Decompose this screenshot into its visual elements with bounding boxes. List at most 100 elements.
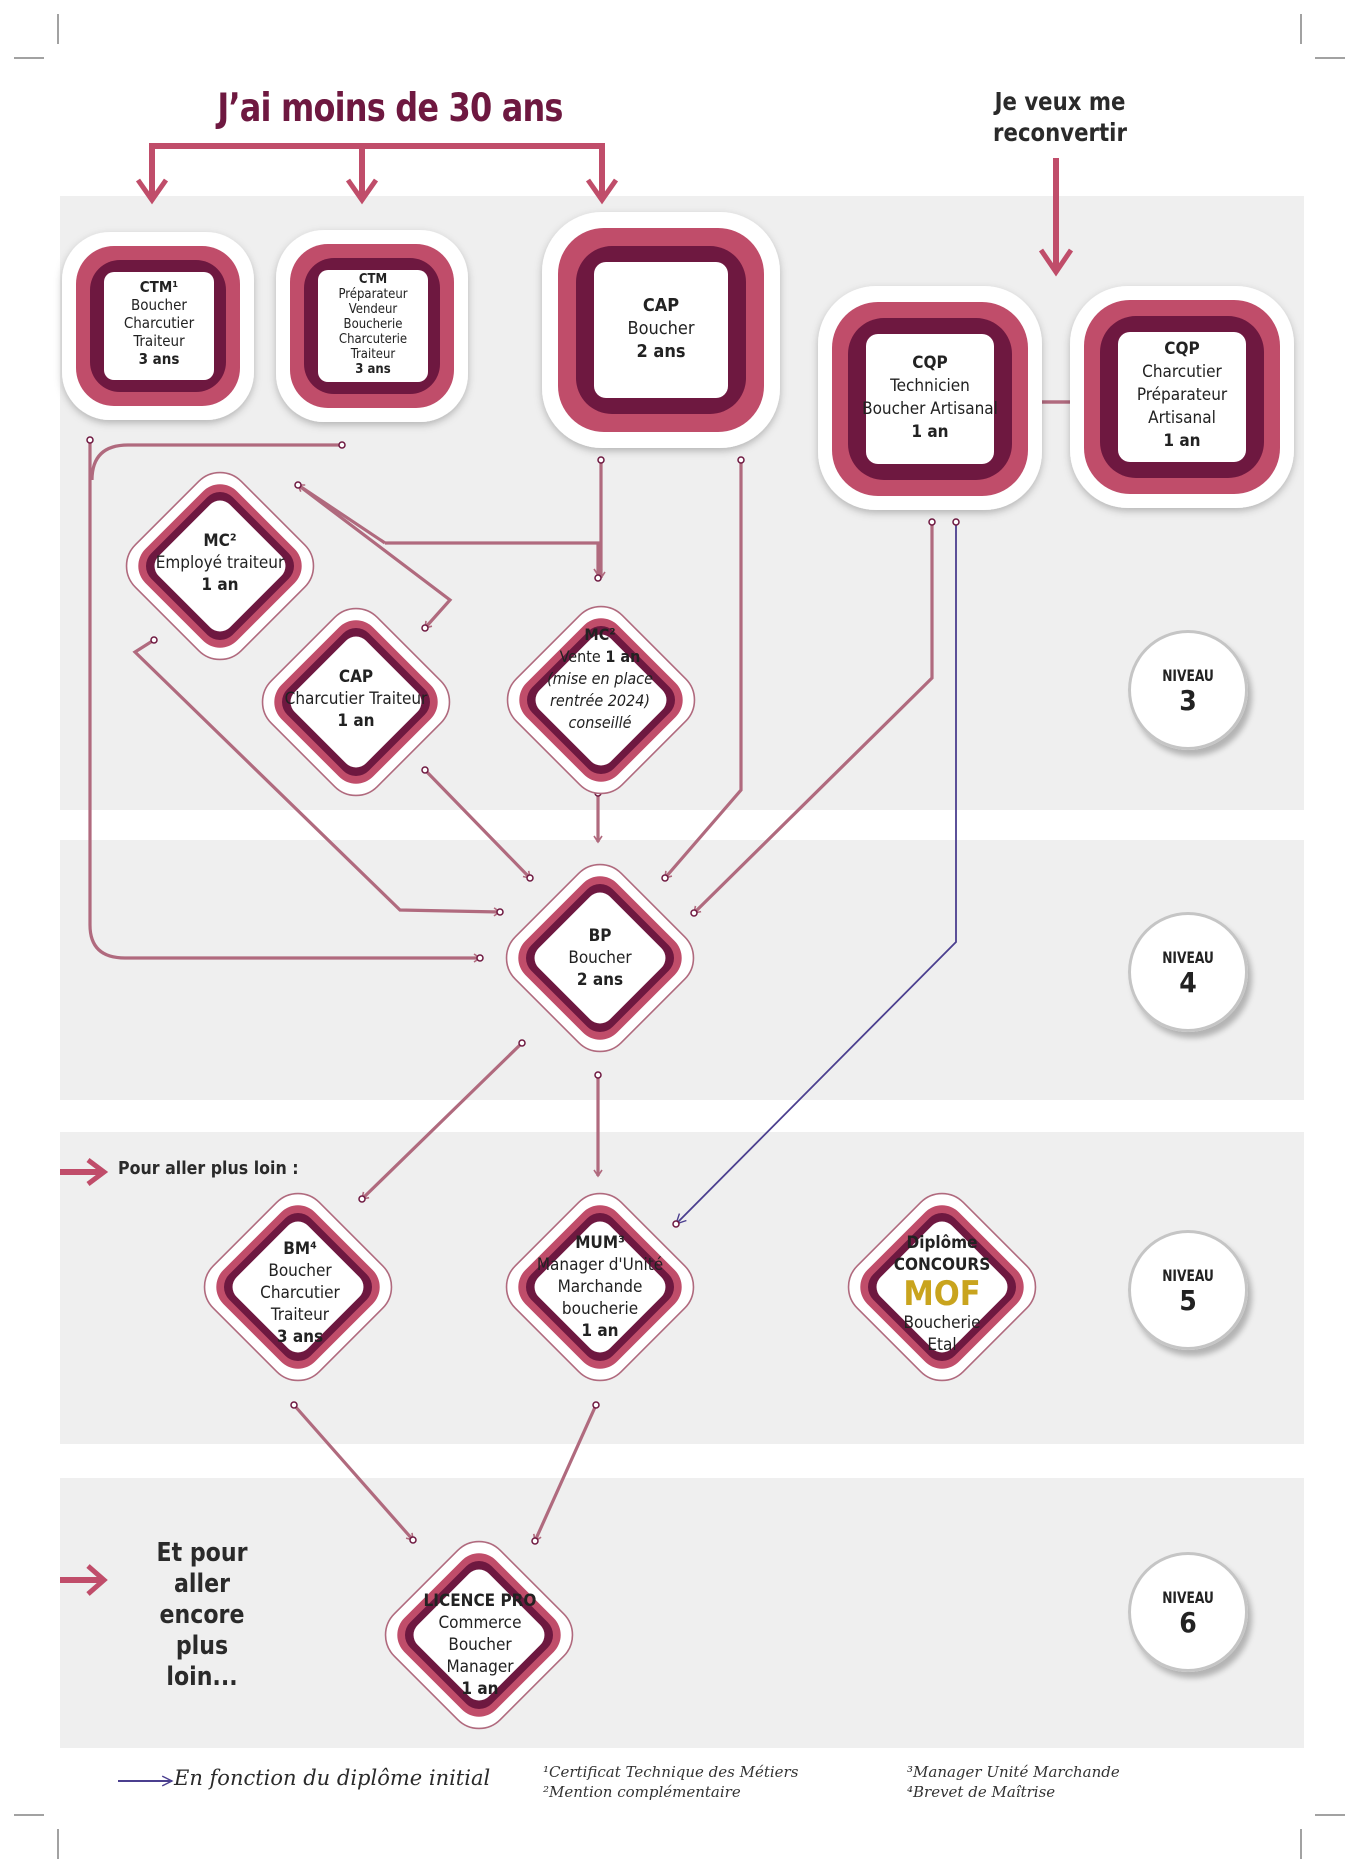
bp-boucher-duration: 2 ans (576, 970, 624, 990)
even-further-line3: loin... (166, 1662, 238, 1692)
level-3-number: 3 (1179, 684, 1197, 717)
mof-line2: CONCOURS (893, 1255, 991, 1275)
reconversion-title-line2: reconvertir (993, 118, 1127, 147)
diamond-mc-vente-inner (535, 634, 667, 766)
ctm-preparateur-line4: Boucherie (343, 317, 403, 332)
cap-boucher-title: CAP (642, 295, 680, 316)
even-further-line2: encore plus (159, 1600, 245, 1661)
mc-vente-duration: 1 an (605, 647, 641, 666)
diamond-mof-inner (876, 1221, 1008, 1353)
licence-line4: Manager (446, 1657, 514, 1677)
mof-line1: Diplôme (906, 1233, 978, 1253)
node-mc-employe: MC² Employé traiteur 1 an (148, 530, 292, 596)
mc-employe-duration: 1 an (201, 575, 239, 595)
footnote-1: ¹Certificat Technique des Métiers (543, 1763, 799, 1781)
diamond-mc-employe (125, 471, 315, 661)
ctm-boucher-line4: Traiteur (133, 332, 185, 350)
level-badge-5: NIVEAU 5 (1128, 1230, 1248, 1350)
node-mum: MUM³ Manager d'Unité Marchande boucherie… (530, 1232, 670, 1342)
ctm-preparateur-line5: Charcuterie (338, 332, 408, 347)
mc-vente-line5: conseillé (568, 713, 632, 732)
licence-line2: Commerce (438, 1613, 522, 1633)
mc-employe-title: MC² (203, 531, 237, 551)
mc-vente-line2: Vente 1 an (530, 646, 670, 668)
level-5-number: 5 (1179, 1284, 1197, 1317)
even-further-line1: Et pour aller (156, 1538, 248, 1599)
level-badge-3: NIVEAU 3 (1128, 630, 1248, 750)
licence-line3: Boucher (448, 1635, 512, 1655)
cqp-technicien-line3: Boucher Artisanal (862, 399, 998, 419)
ctm-boucher-duration: 3 ans (138, 350, 180, 368)
node-cap-charcutier: CAP Charcutier Traiteur 1 an (280, 666, 432, 732)
diamond-bp-boucher-inner (534, 892, 666, 1024)
cqp-technicien-duration: 1 an (911, 422, 949, 442)
mum-title: MUM³ (575, 1233, 625, 1253)
mum-duration: 1 an (581, 1321, 619, 1341)
bm-title: BM⁴ (283, 1239, 317, 1259)
diamond-bp-boucher (505, 863, 695, 1053)
reconversion-title-line1: Je veux me (994, 87, 1126, 116)
licence-duration: 1 an (461, 1679, 499, 1699)
cqp-charcutier-duration: 1 an (1163, 431, 1201, 451)
connector-dots (86, 398, 1099, 1545)
reconversion-title: Je veux me reconvertir (975, 86, 1145, 148)
level-6-label: NIVEAU (1162, 1588, 1214, 1607)
diamond-mof (847, 1192, 1037, 1382)
further-note: Pour aller plus loin : (118, 1158, 299, 1179)
mof-label: MOF (903, 1274, 981, 1314)
level-5-label: NIVEAU (1162, 1266, 1214, 1285)
diamond-mum (505, 1192, 695, 1382)
node-mc-vente: MC² Vente 1 an (mise en place rentrée 20… (530, 624, 670, 734)
level-6-number: 6 (1179, 1606, 1197, 1639)
node-ctm-boucher: CTM¹ Boucher Charcutier Traiteur 3 ans (104, 278, 214, 368)
diamond-licence (384, 1540, 574, 1730)
cap-boucher-duration: 2 ans (636, 341, 686, 362)
bm-duration: 3 ans (276, 1327, 324, 1347)
mum-line3: Marchande (557, 1277, 643, 1297)
diamond-bm (203, 1192, 393, 1382)
bm-line2: Boucher (268, 1261, 332, 1281)
mum-line4: boucherie (561, 1299, 639, 1319)
side-arrows (60, 1158, 109, 1596)
footnotes-right: ³Manager Unité Marchande ⁴Brevet de Maît… (907, 1762, 1120, 1802)
legend-text: En fonction du diplôme initial (174, 1766, 491, 1790)
footnote-3: ³Manager Unité Marchande (907, 1763, 1120, 1781)
main-title: J’ai moins de 30 ans (217, 86, 563, 131)
cqp-technicien-title: CQP (912, 353, 948, 373)
mum-line2: Manager d'Unité (536, 1255, 664, 1275)
ctm-boucher-line3: Charcutier (123, 314, 195, 332)
node-ctm-preparateur: CTM Préparateur Vendeur Boucherie Charcu… (318, 272, 428, 377)
mof-line4: Boucherie (903, 1313, 981, 1333)
reconversion-arrow (1038, 158, 1074, 277)
level-4-label: NIVEAU (1162, 948, 1214, 967)
ctm-preparateur-duration: 3 ans (355, 362, 391, 377)
diamond-nodes (125, 471, 1037, 1730)
bm-line3: Charcutier (260, 1283, 340, 1303)
cap-charcutier-duration: 1 an (337, 711, 375, 731)
even-further-note: Et pour aller encore plus loin... (132, 1538, 271, 1693)
node-cqp-charcutier: CQP Charcutier Préparateur Artisanal 1 a… (1118, 338, 1246, 453)
cqp-charcutier-title: CQP (1164, 339, 1200, 359)
level-4-number: 4 (1179, 966, 1197, 999)
band-level-6 (60, 1478, 1304, 1748)
mc-vente-label: Vente (559, 647, 606, 666)
mc-vente-line4: rentrée 2024) (550, 691, 650, 710)
footnotes-left: ¹Certificat Technique des Métiers ²Menti… (543, 1762, 798, 1802)
diamond-mum-inner (534, 1221, 666, 1353)
node-cqp-technicien: CQP Technicien Boucher Artisanal 1 an (858, 352, 1002, 444)
diamond-mc-employe-inner (154, 500, 286, 632)
ctm-preparateur-line2: Préparateur (338, 287, 408, 302)
mc-vente-title: MC² (584, 625, 616, 644)
mc-employe-line2: Employé traiteur (155, 553, 285, 573)
diamond-cap-charcutier-inner (290, 636, 422, 768)
cap-boucher-line2: Boucher (627, 318, 695, 339)
cap-charcutier-line2: Charcutier Traiteur (284, 689, 428, 709)
cap-charcutier-title: CAP (338, 667, 374, 687)
square-nodes (62, 212, 1294, 510)
node-mof: Diplôme CONCOURS MOF Boucherie Etal (880, 1232, 1004, 1356)
ctm-boucher-line2: Boucher (131, 296, 187, 314)
flow-arrows (88, 440, 934, 1543)
node-bm: BM⁴ Boucher Charcutier Traiteur 3 ans (240, 1238, 360, 1348)
